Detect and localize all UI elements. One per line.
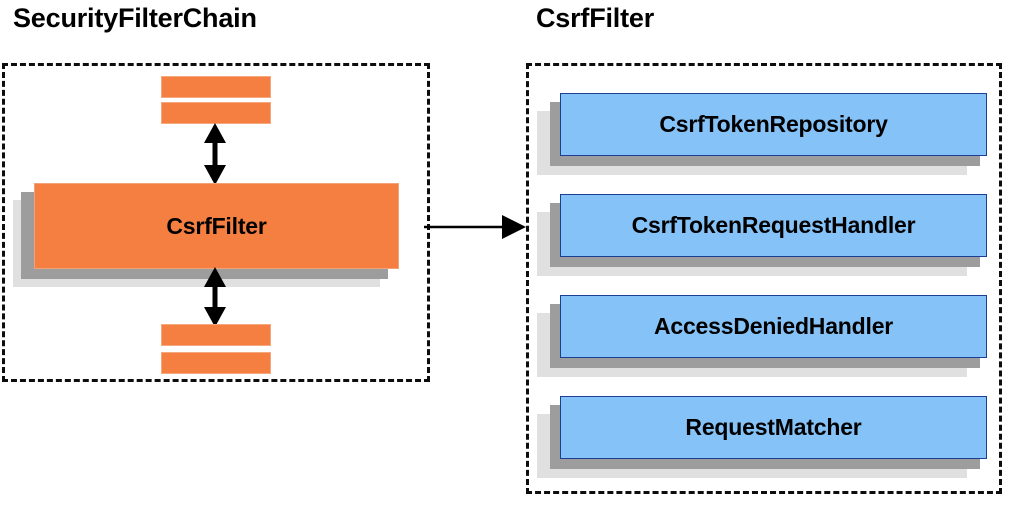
filter-bar-below-1 [161, 324, 271, 346]
double-arrow-above [204, 123, 226, 185]
card-collaborator-csrftokenrequesthandler[interactable]: CsrfTokenRequestHandler [537, 194, 987, 276]
card-label-csrffilter-chain: CsrfFilter [166, 212, 267, 239]
panel-securityfilterchain [2, 63, 430, 382]
filter-bar-above-2 [161, 102, 271, 124]
double-arrow-below [204, 267, 226, 327]
card-label-accessdeniedhandler: AccessDeniedHandler [653, 313, 894, 339]
card-label-csrftokenrequesthandler: CsrfTokenRequestHandler [631, 212, 916, 238]
card-face: CsrfFilter [34, 183, 399, 269]
filter-bar-above-1 [161, 76, 271, 98]
card-collaborator-requestmatcher[interactable]: RequestMatcher [537, 396, 987, 478]
card-collaborator-accessdeniedhandler[interactable]: AccessDeniedHandler [537, 295, 987, 377]
card-face: AccessDeniedHandler [560, 295, 987, 358]
card-collaborator-csrftokenrepository[interactable]: CsrfTokenRepository [537, 93, 987, 175]
panel-title-securityfilterchain: SecurityFilterChain [13, 3, 257, 33]
card-face: CsrfTokenRequestHandler [560, 194, 987, 257]
card-label-requestmatcher: RequestMatcher [685, 414, 862, 440]
card-face: CsrfTokenRepository [560, 93, 987, 156]
panel-csrffilter [526, 63, 1002, 494]
filter-bar-below-2 [161, 352, 271, 374]
card-label-csrftokenrepository: CsrfTokenRepository [659, 111, 888, 137]
panel-title-csrffilter: CsrfFilter [536, 3, 655, 33]
card-csrffilter-chain[interactable]: CsrfFilter [13, 183, 399, 288]
link-arrow-csrffilter-to-panel [424, 215, 526, 239]
card-face: RequestMatcher [560, 396, 987, 459]
